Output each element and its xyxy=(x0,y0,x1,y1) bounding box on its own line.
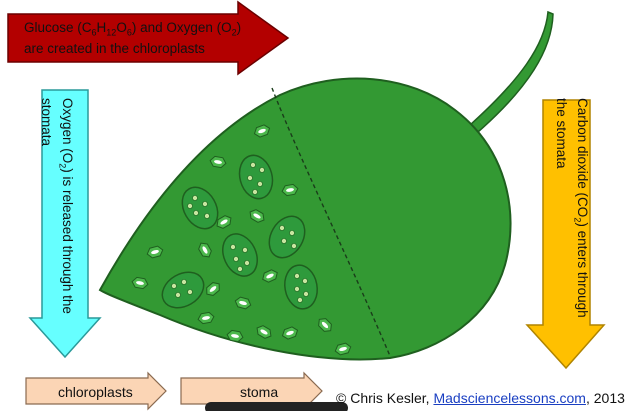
oxygen-release-arrow xyxy=(28,89,102,359)
carbon-dioxide-arrow xyxy=(525,99,606,370)
stoma xyxy=(334,342,352,356)
leaf-cut-line xyxy=(271,87,391,357)
leaf-blade xyxy=(98,77,512,361)
chloroplast-granules xyxy=(171,162,309,303)
stoma xyxy=(146,245,164,259)
carbon-dioxide-label: Carbon dioxide (CO2) enters through the … xyxy=(554,98,590,318)
stoma xyxy=(253,124,271,138)
bottom-bar xyxy=(205,402,348,411)
glucose-oxygen-label: Glucose (C6H12O6) and Oxygen (O2) are cr… xyxy=(24,20,242,56)
stoma xyxy=(197,311,215,325)
stoma xyxy=(226,329,244,343)
stoma xyxy=(206,282,220,296)
stoma xyxy=(198,242,212,258)
stoma xyxy=(318,318,332,332)
stoma xyxy=(209,155,227,169)
stoma-legend-label: stoma xyxy=(240,384,279,400)
chloroplast xyxy=(181,186,219,230)
chloroplast xyxy=(238,154,274,200)
stoma xyxy=(216,215,232,229)
chloroplast xyxy=(222,233,258,277)
oxygen-release-label: Oxygen (O2) is released through the stom… xyxy=(39,98,75,314)
chloroplasts-legend-label: chloroplasts xyxy=(58,384,133,400)
chloroplasts-legend-arrow xyxy=(25,371,167,411)
glucose-oxygen-arrow xyxy=(7,0,290,76)
credit-link[interactable]: Madsciencelessons.com xyxy=(433,390,586,406)
stoma xyxy=(249,209,265,223)
stoma xyxy=(262,269,278,283)
leaf-stem xyxy=(468,10,554,133)
chloroplast xyxy=(161,271,205,309)
stoma-legend-arrow xyxy=(180,371,323,411)
stomata xyxy=(131,124,352,356)
stoma xyxy=(234,296,252,310)
stoma xyxy=(131,276,149,290)
chloroplast xyxy=(284,264,318,310)
chloroplasts xyxy=(161,154,318,310)
stoma xyxy=(281,326,299,340)
stoma xyxy=(256,325,272,339)
stoma xyxy=(281,183,299,197)
copyright-credit: © Chris Kesler, Madsciencelessons.com, 2… xyxy=(336,390,625,406)
